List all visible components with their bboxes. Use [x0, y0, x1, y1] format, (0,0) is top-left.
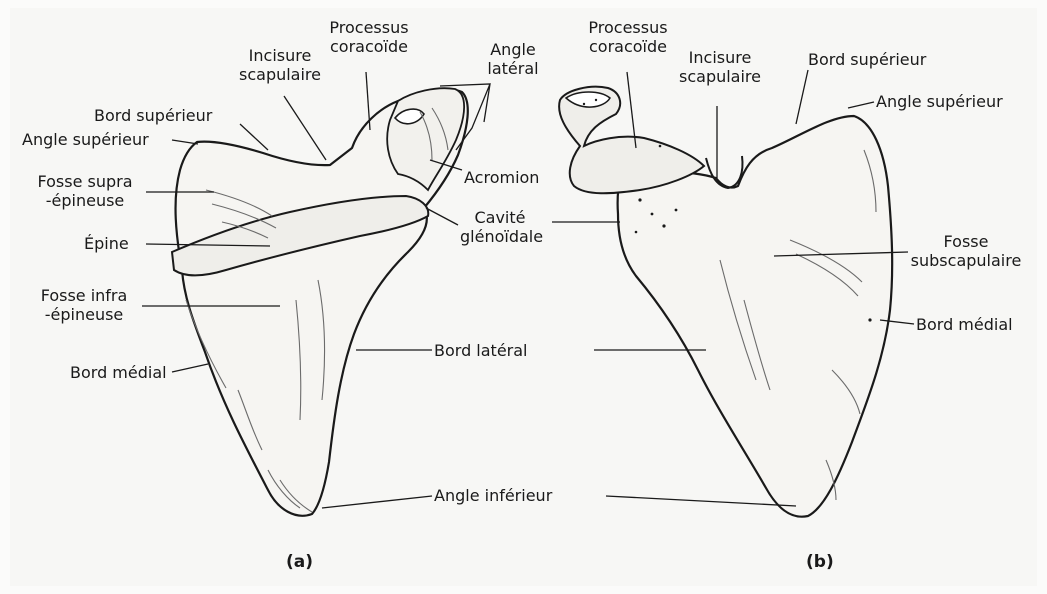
label-b-bord-medial: Bord médial: [916, 315, 1013, 334]
label-a-angle-superieur: Angle supérieur: [22, 130, 149, 149]
caption-b: (b): [806, 552, 834, 572]
label-a-epine: Épine: [84, 234, 129, 253]
label-a-fosse-supra-epineuse: Fosse supra-épineuse: [22, 172, 148, 210]
label-b-angle-superieur: Angle supérieur: [876, 92, 1003, 111]
label-a-acromion: Acromion: [464, 168, 539, 187]
caption-a: (a): [286, 552, 313, 572]
label-a-fosse-infra-epineuse: Fosse infra-épineuse: [24, 286, 144, 324]
label-a-bord-lateral: Bord latéral: [434, 341, 528, 360]
label-a-angle-inferieur: Angle inférieur: [434, 486, 552, 505]
label-a-bord-medial: Bord médial: [70, 363, 167, 382]
label-b-bord-superieur: Bord supérieur: [808, 50, 926, 69]
label-a-bord-superieur: Bord supérieur: [94, 106, 212, 125]
